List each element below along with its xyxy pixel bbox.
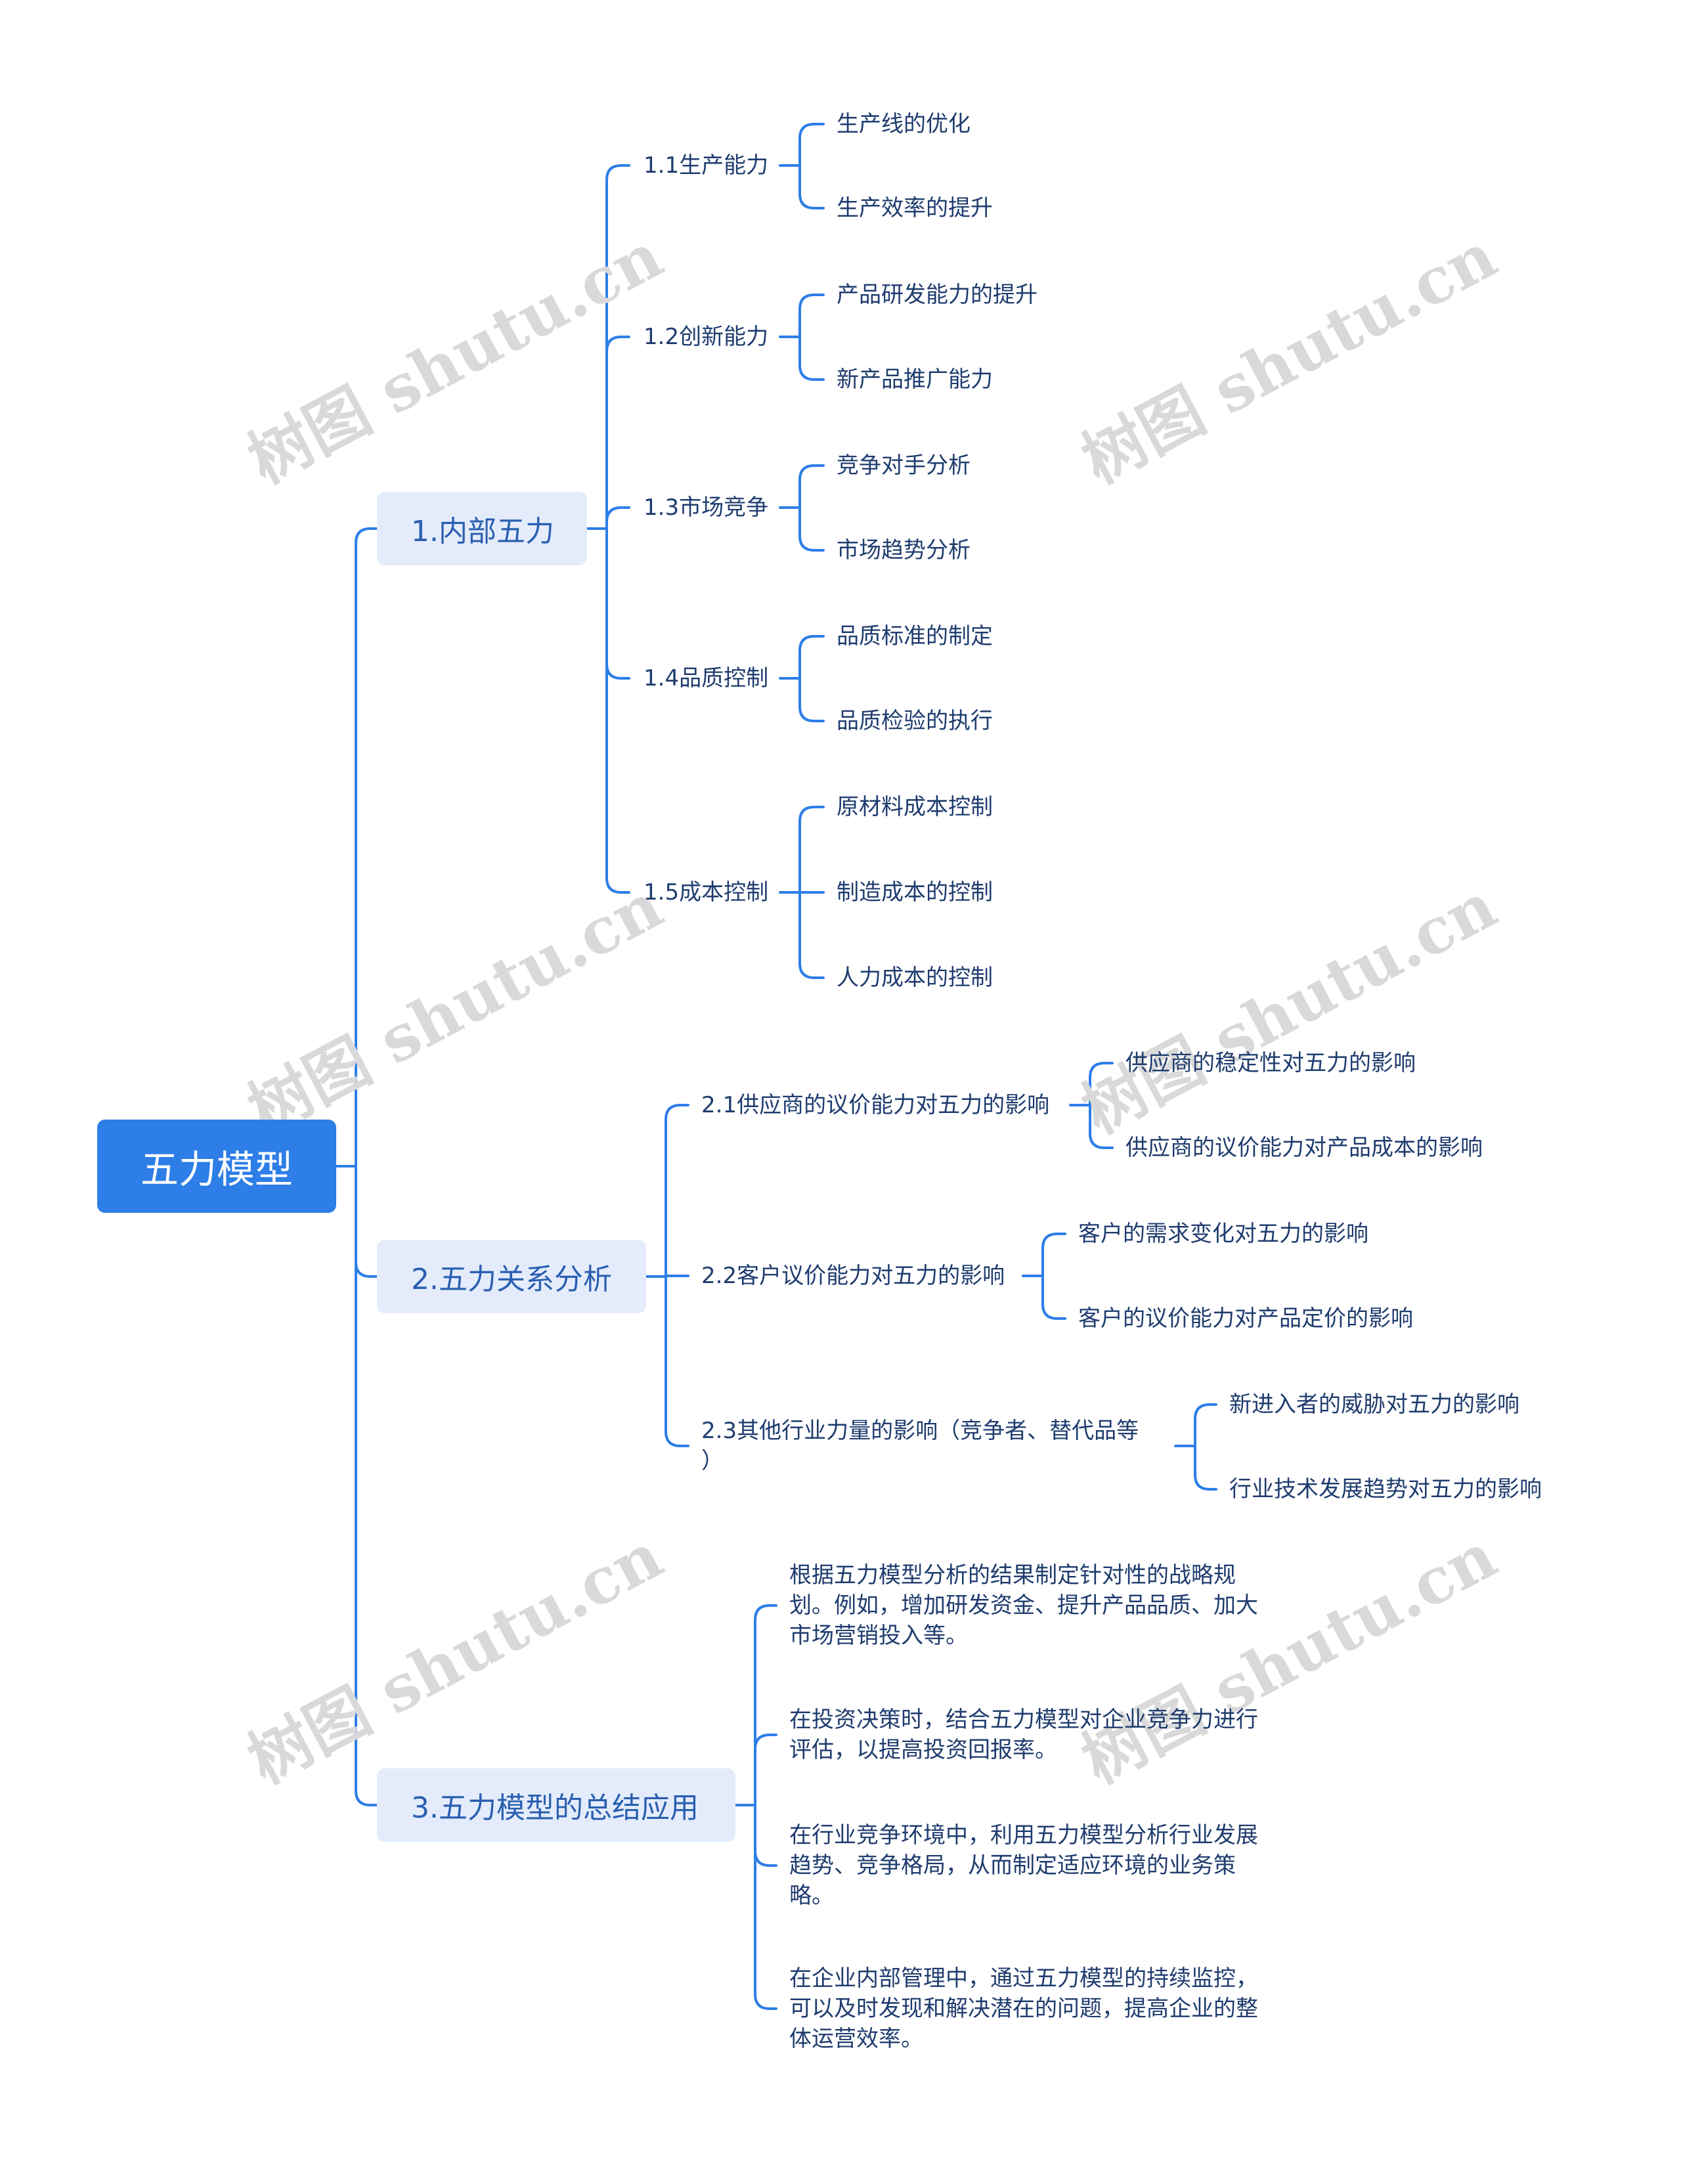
topic-market-competition[interactable]: 1.3市场竞争 <box>644 494 769 521</box>
leaf-competitor-analysis[interactable]: 竞争对手分析 <box>837 452 971 479</box>
root-bracket-edge-1 <box>355 1261 378 1278</box>
leaf-customer-demand[interactable]: 客户的需求变化对五力的影响 <box>1078 1221 1368 1247</box>
b2s2-bracket-edge-0 <box>1041 1233 1066 1250</box>
b1-bracket-edge-4 <box>605 877 630 894</box>
b1-bracket-edge-0 <box>605 164 630 181</box>
b2s3-bracket-edge-0 <box>1194 1403 1217 1420</box>
b3-bracket-edge-3 <box>754 1993 777 2010</box>
b1s1-bracket-edge-1 <box>798 192 825 209</box>
b3-bracket-edge-2 <box>754 1850 777 1867</box>
root-bracket-edge-2 <box>355 1789 378 1806</box>
paragraph-investment: 在投资决策时，结合五力模型对企业竞争力进行评估，以提高投资回报率。 <box>789 1707 1258 1763</box>
b2s1-bracket-edge-1 <box>1089 1132 1114 1149</box>
leaf-market-trend[interactable]: 市场趋势分析 <box>837 537 971 563</box>
b3-bracket-edge-0 <box>754 1604 777 1621</box>
leaf-quality-inspection[interactable]: 品质检验的执行 <box>837 708 993 734</box>
leaf-production-efficiency[interactable]: 生产效率的提升 <box>837 195 993 221</box>
leaf-raw-material-cost[interactable]: 原材料成本控制 <box>837 794 993 820</box>
b2-bracket-edge-2 <box>665 1430 689 1447</box>
topic-other-forces[interactable]: 2.3其他行业力量的影响（竞争者、替代品等 ） <box>701 1416 1139 1476</box>
b3-bracket-edge-1 <box>754 1734 777 1751</box>
paragraph-internal-management: 在企业内部管理中，通过五力模型的持续监控，可以及时发现和解决潜在的问题，提高企业… <box>789 1965 1258 2052</box>
b1-bracket-edge-3 <box>605 663 630 680</box>
branch-relationship-analysis[interactable]: 2.五力关系分析 <box>377 1240 646 1313</box>
b2s2-bracket-edge-1 <box>1041 1303 1066 1320</box>
b1-bracket-edge-1 <box>605 336 630 353</box>
b2-bracket-edge-0 <box>665 1104 689 1121</box>
leaf-supplier-stability[interactable]: 供应商的稳定性对五力的影响 <box>1125 1050 1416 1076</box>
leaf-tech-trend[interactable]: 行业技术发展趋势对五力的影响 <box>1229 1476 1542 1502</box>
leaf-customer-pricing[interactable]: 客户的议价能力对产品定价的影响 <box>1078 1305 1413 1332</box>
topic-other-forces-line2: ） <box>701 1448 724 1474</box>
leaf-quality-standards[interactable]: 品质标准的制定 <box>837 623 993 649</box>
topic-supplier-power[interactable]: 2.1供应商的议价能力对五力的影响 <box>701 1092 1050 1118</box>
topic-quality-control[interactable]: 1.4品质控制 <box>644 665 769 691</box>
leaf-labor-cost[interactable]: 人力成本的控制 <box>837 965 993 991</box>
leaf-manufacturing-cost[interactable]: 制造成本的控制 <box>837 879 993 906</box>
leaf-production-line[interactable]: 生产线的优化 <box>837 111 971 137</box>
leaf-rd-capability[interactable]: 产品研发能力的提升 <box>837 282 1037 308</box>
topic-innovation[interactable]: 1.2创新能力 <box>644 324 769 350</box>
leaf-new-entrants[interactable]: 新进入者的威胁对五力的影响 <box>1229 1391 1519 1418</box>
root-bracket-edge-0 <box>355 527 378 544</box>
topic-other-forces-line1: 2.3其他行业力量的影响（竞争者、替代品等 <box>701 1418 1139 1444</box>
b1s3-bracket-edge-1 <box>798 535 825 552</box>
b1-bracket-edge-2 <box>605 506 630 523</box>
b2s1-bracket-edge-0 <box>1089 1062 1114 1079</box>
branch-summary-application[interactable]: 3.五力模型的总结应用 <box>377 1768 735 1842</box>
leaf-new-product-promotion[interactable]: 新产品推广能力 <box>837 366 993 393</box>
topic-customer-power[interactable]: 2.2客户议价能力对五力的影响 <box>701 1263 1005 1289</box>
branch-internal-forces[interactable]: 1.内部五力 <box>377 492 587 565</box>
b1s4-bracket-edge-0 <box>798 635 825 652</box>
paragraph-strategy: 根据五力模型分析的结果制定针对性的战略规划。例如，增加研发资金、提升产品品质、加… <box>789 1562 1258 1649</box>
root-node[interactable]: 五力模型 <box>97 1120 336 1213</box>
b1s3-bracket-edge-0 <box>798 464 825 481</box>
b1s5-bracket-edge-2 <box>798 962 825 979</box>
b1s5-bracket-edge-0 <box>798 806 825 823</box>
topic-cost-control[interactable]: 1.5成本控制 <box>644 879 769 906</box>
topic-production-capacity[interactable]: 1.1生产能力 <box>644 152 769 179</box>
b2s3-bracket-edge-1 <box>1194 1474 1217 1491</box>
leaf-supplier-cost-impact[interactable]: 供应商的议价能力对产品成本的影响 <box>1125 1135 1483 1161</box>
b1s2-bracket-edge-0 <box>798 294 825 311</box>
b1s2-bracket-edge-1 <box>798 364 825 381</box>
b1s1-bracket-edge-0 <box>798 123 825 140</box>
b1s4-bracket-edge-1 <box>798 705 825 722</box>
paragraph-industry: 在行业竞争环境中，利用五力模型分析行业发展趋势、竞争格局，从而制定适应环境的业务… <box>789 1822 1258 1909</box>
